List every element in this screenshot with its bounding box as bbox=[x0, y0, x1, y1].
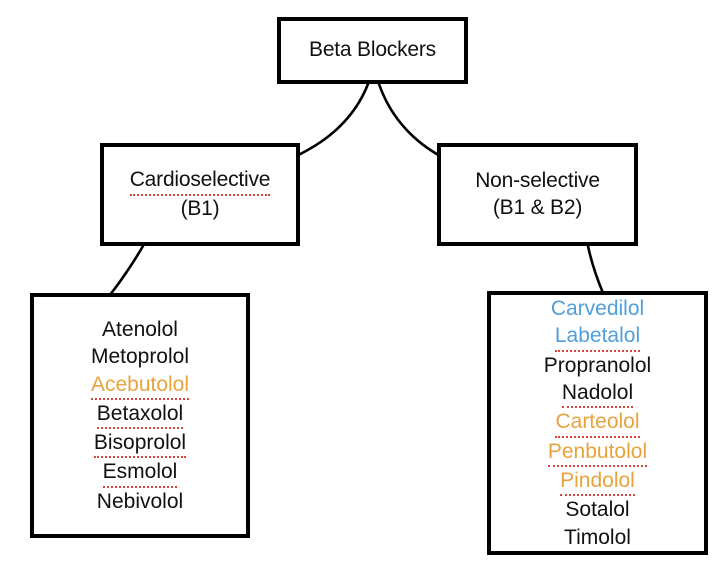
connector-root-to-cardioselective bbox=[286, 82, 370, 162]
node-nonselective-sublabel: (B1 & B2) bbox=[492, 195, 583, 219]
drug-item: Bisoprolol bbox=[93, 429, 187, 459]
drug-item: Carvedilol bbox=[550, 297, 645, 321]
node-cardioselective[interactable]: Cardioselective (B1) bbox=[100, 143, 300, 246]
drug-item: Atenolol bbox=[102, 317, 178, 341]
drug-item: Nadolol bbox=[561, 379, 634, 409]
drug-item: Penbutolol bbox=[547, 438, 648, 467]
node-nonselective-label: Non-selective bbox=[475, 168, 600, 192]
drug-item: Labetalol bbox=[554, 322, 641, 352]
node-nonselective[interactable]: Non-selective (B1 & B2) bbox=[437, 143, 638, 246]
drug-item: Acebutolol bbox=[90, 371, 190, 400]
drug-item: Carteolol bbox=[555, 408, 640, 438]
drug-item: Esmolol bbox=[102, 458, 178, 488]
node-cardioselective-sublabel: (B1) bbox=[180, 196, 220, 220]
connector-nonselective-to-drugs bbox=[586, 244, 605, 295]
drug-item: Propranolol bbox=[543, 353, 652, 377]
node-beta-blockers-label: Beta Blockers bbox=[309, 38, 436, 62]
drug-item: Nebivolol bbox=[96, 489, 184, 513]
connector-cardioselective-to-drugs bbox=[108, 244, 145, 297]
drug-item: Metoprolol bbox=[90, 345, 190, 369]
node-cardioselective-label: Cardioselective bbox=[129, 167, 270, 196]
drug-item: Sotalol bbox=[565, 498, 630, 522]
drug-item: Timolol bbox=[564, 525, 631, 549]
node-beta-blockers[interactable]: Beta Blockers bbox=[277, 17, 468, 84]
drug-item: Pindolol bbox=[560, 467, 635, 497]
drug-item: Betaxolol bbox=[96, 400, 184, 430]
